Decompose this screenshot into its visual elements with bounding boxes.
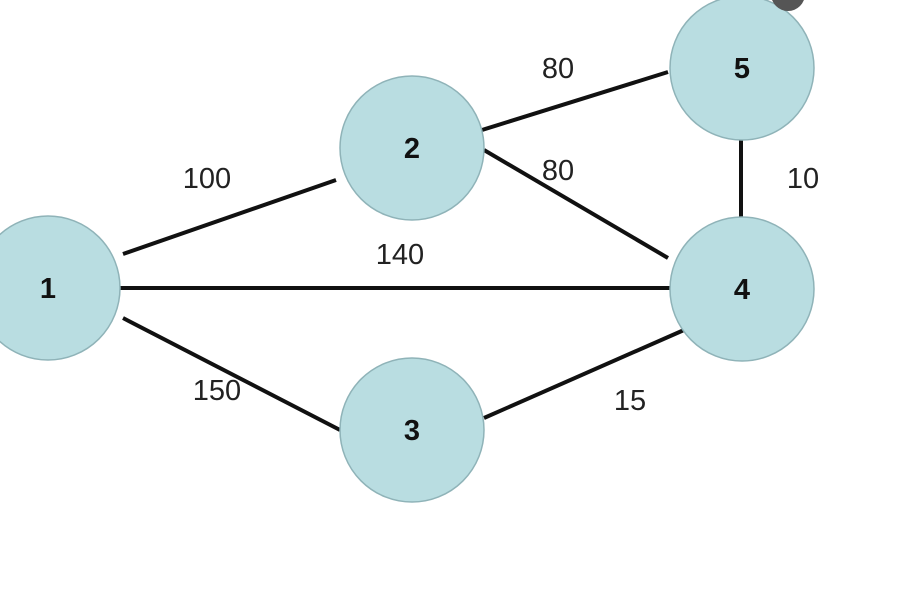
node-3: 3 xyxy=(339,357,485,503)
node-1: 1 xyxy=(0,215,121,361)
edge-weight-1-3: 150 xyxy=(193,375,241,407)
edge-1-2 xyxy=(122,178,337,256)
node-2-circle xyxy=(339,75,485,221)
node-1-circle xyxy=(0,215,121,361)
node-5: 5 xyxy=(669,0,815,141)
edge-weight-5-4: 10 xyxy=(787,163,819,195)
nodes: 1 2 3 4 5 xyxy=(0,0,815,503)
edge-2-5 xyxy=(481,70,669,132)
node-3-label: 3 xyxy=(404,415,420,447)
node-3-circle xyxy=(339,357,485,503)
node-2-label: 2 xyxy=(404,133,420,165)
edge-1-3 xyxy=(122,316,341,432)
edge-weight-1-2: 100 xyxy=(183,163,231,195)
node-5-label: 5 xyxy=(734,53,750,85)
node-2: 2 xyxy=(339,75,485,221)
edge-3-4 xyxy=(483,328,685,420)
edge-weight-3-4: 15 xyxy=(614,385,646,417)
edges xyxy=(120,70,743,432)
edge-labels: 100 140 150 80 80 10 15 xyxy=(183,53,819,417)
edge-weight-2-5: 80 xyxy=(542,53,574,85)
edge-weight-1-4: 140 xyxy=(376,239,424,271)
node-4-circle xyxy=(669,216,815,362)
corner-badge-icon xyxy=(772,0,804,11)
node-1-label: 1 xyxy=(40,273,56,305)
node-5-circle xyxy=(669,0,815,141)
node-4-label: 4 xyxy=(734,274,750,306)
edge-weight-2-4: 80 xyxy=(542,155,574,187)
edge-2-4 xyxy=(482,148,670,260)
node-4: 4 xyxy=(669,216,815,362)
